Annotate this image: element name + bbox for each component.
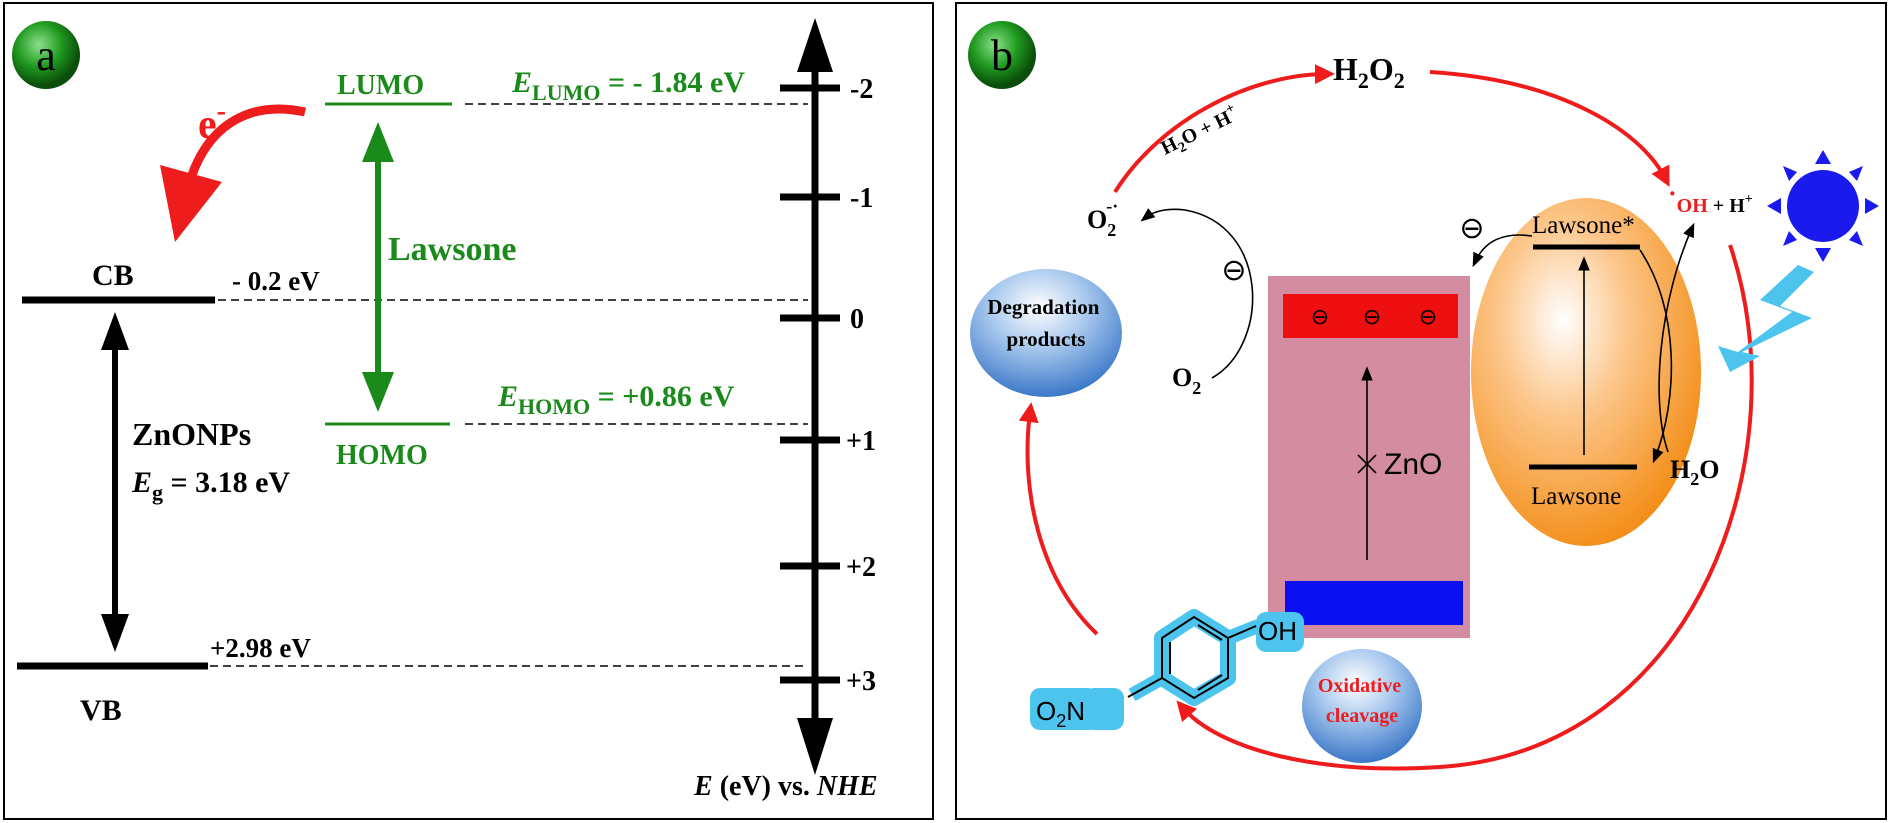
electron-arrow-head <box>160 165 222 242</box>
panel-b-badge <box>968 21 1036 89</box>
lumo-energy: ELUMO = - 1.84 eV <box>511 66 745 105</box>
lawsone-arrow-down-head <box>362 372 394 412</box>
semiconductor-label: ZnONPs <box>132 416 251 452</box>
axis-arrow-bottom <box>797 718 833 775</box>
panel-a-label: a <box>36 31 56 80</box>
homo-energy: EHOMO = +0.86 eV <box>497 380 735 419</box>
band-gap-arrow-up-head <box>101 312 129 350</box>
tick-label: -1 <box>850 183 873 214</box>
lumo-label: LUMO <box>337 70 424 101</box>
vb-value: +2.98 eV <box>210 633 311 663</box>
cycle-arc-bottom <box>1176 244 1754 771</box>
minus-sign-icon: ⊖ <box>1459 212 1484 245</box>
lawsone-ellipse <box>1471 198 1701 546</box>
panel-b-label: b <box>991 31 1013 80</box>
svg-text:⊖: ⊖ <box>1311 304 1329 329</box>
degradation-products-ellipse <box>970 269 1122 397</box>
oxygen-reduction-arrow <box>1140 208 1254 379</box>
oxidative-cleavage-ellipse <box>1302 649 1422 763</box>
nitro-group-label: O2N <box>1036 696 1085 731</box>
cycle-arc-left <box>1018 402 1099 636</box>
panel-b: b H2O2 H2O + H+ O2-· O2 ⊖ Degradation pr… <box>955 2 1887 820</box>
tick-label: +2 <box>846 552 876 583</box>
light-bolt-icon <box>1718 265 1814 372</box>
cycle-arc-top-right <box>1429 70 1670 187</box>
tick-label: +3 <box>846 666 876 697</box>
homo-label: HOMO <box>336 440 428 471</box>
lawsone-ground-label: Lawsone <box>1531 483 1621 510</box>
zno-valence-band <box>1285 581 1463 625</box>
minus-sign-icon: ⊖ <box>1221 254 1246 287</box>
zno-label: ZnO <box>1384 448 1442 481</box>
electron-transfer-arrow <box>187 104 306 177</box>
svg-text:⊖: ⊖ <box>1419 304 1437 329</box>
nitrophenol-molecule: OH O2N <box>1030 609 1304 731</box>
hydroxyl-group-label: OH <box>1258 616 1297 646</box>
electron-label: e- <box>198 96 226 148</box>
tick-label: -2 <box>850 74 873 105</box>
band-gap-arrow-down-head <box>101 614 129 652</box>
tick-label: +1 <box>846 426 876 457</box>
h2o2-label: H2O2 <box>1333 51 1405 93</box>
zno-conduction-band <box>1283 294 1458 338</box>
axis-arrow-top <box>797 18 833 72</box>
blocked-transition-icon <box>1357 454 1377 474</box>
hole-regeneration-arrow <box>1639 249 1673 464</box>
sun-icon <box>1767 150 1879 262</box>
panel-a: a -2 -1 0 +1 +2 +3 E (eV) vs. NHE <box>3 2 934 820</box>
tick-label: 0 <box>850 304 864 335</box>
cb-value: - 0.2 eV <box>232 266 320 296</box>
oxidative-label: Oxidative cleavage <box>1318 675 1406 727</box>
guide-lines <box>210 103 808 667</box>
degradation-label: Degradation products <box>987 295 1104 351</box>
cb-label: CB <box>92 259 134 292</box>
water-oxidation-arrow <box>1658 222 1695 453</box>
electron-injection-arrow <box>1472 234 1533 268</box>
oxygen-label: O2 <box>1172 363 1201 398</box>
lawsone-excited-label: Lawsone* <box>1532 212 1635 239</box>
hydroxyl-radical-label: ·OH + H+ <box>1668 179 1753 217</box>
panel-a-badge <box>12 21 80 89</box>
cycle-arc-top-left <box>1113 64 1335 194</box>
lawsone-label: Lawsone <box>388 231 516 268</box>
svg-text:⊖: ⊖ <box>1363 304 1381 329</box>
panel-a-frame <box>3 2 934 820</box>
superoxide-label: O2-· <box>1087 196 1118 240</box>
vb-label: VB <box>80 694 122 727</box>
axis-label: E (eV) vs. NHE <box>693 771 878 802</box>
axis-ticks <box>780 84 840 684</box>
water-label: H2O <box>1670 455 1719 489</box>
lawsone-arrow-up-head <box>362 122 394 162</box>
band-gap-label: Eg = 3.18 eV <box>131 466 290 505</box>
conduction-electrons: ⊖ ⊖ ⊖ <box>1311 304 1437 329</box>
